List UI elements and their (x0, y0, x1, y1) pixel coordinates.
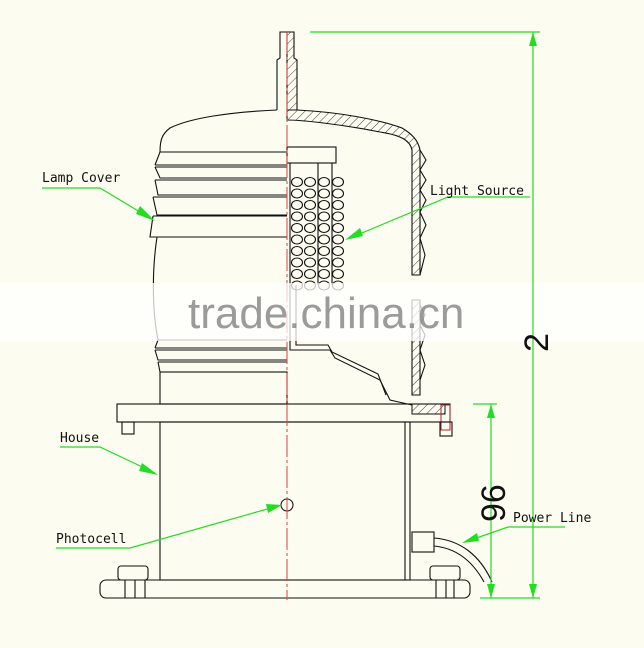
led-icon (290, 245, 304, 257)
led-icon (303, 268, 317, 280)
led-icon (290, 188, 304, 199)
led-icon (317, 257, 331, 268)
led-icon (317, 176, 331, 188)
led-icon (317, 245, 331, 257)
led-icon (303, 257, 317, 268)
led-icon (290, 222, 304, 234)
dimension-base-label: 96 (475, 484, 513, 522)
led-icon (303, 188, 317, 199)
led-icon (317, 268, 331, 280)
led-icon (317, 222, 331, 234)
house (159, 421, 411, 581)
watermark: trade.china.cn (188, 289, 464, 338)
led-icon (290, 268, 304, 280)
led-icon (303, 199, 317, 211)
led-icon (303, 211, 317, 222)
dimension-overall-label: 2 (518, 333, 556, 352)
dimension-base: 96 (473, 403, 513, 598)
led-icon (317, 199, 331, 211)
led-icon (331, 234, 345, 245)
lamp-cover (149, 109, 427, 396)
led-icon (290, 257, 304, 268)
led-icon (303, 245, 317, 257)
led-icon (331, 199, 345, 211)
label-light-source: Light Source (430, 184, 524, 199)
led-icon (331, 188, 345, 199)
led-icon (290, 176, 304, 188)
flange (116, 371, 453, 437)
led-icon (303, 234, 317, 245)
led-icon (331, 268, 345, 280)
led-icon (303, 176, 317, 188)
led-icon (331, 257, 345, 268)
leaders (42, 187, 565, 549)
dimension-overall: 2 (310, 31, 556, 599)
light-source (286, 146, 413, 406)
label-house: House (60, 431, 99, 446)
led-icon (331, 211, 345, 222)
led-icon (303, 222, 317, 234)
led-icon (331, 176, 345, 188)
led-icon (317, 188, 331, 199)
led-icon (290, 211, 304, 222)
led-icon (290, 234, 304, 245)
led-icon (331, 222, 345, 234)
label-power-line: Power Line (513, 511, 591, 526)
power-line (411, 531, 493, 583)
led-icon (290, 199, 304, 211)
led-icon (331, 245, 345, 257)
led-icon (317, 211, 331, 222)
base-plate (99, 565, 471, 599)
label-lamp-cover: Lamp Cover (42, 171, 120, 186)
label-photocell: Photocell (56, 532, 126, 547)
led-icon (317, 234, 331, 245)
